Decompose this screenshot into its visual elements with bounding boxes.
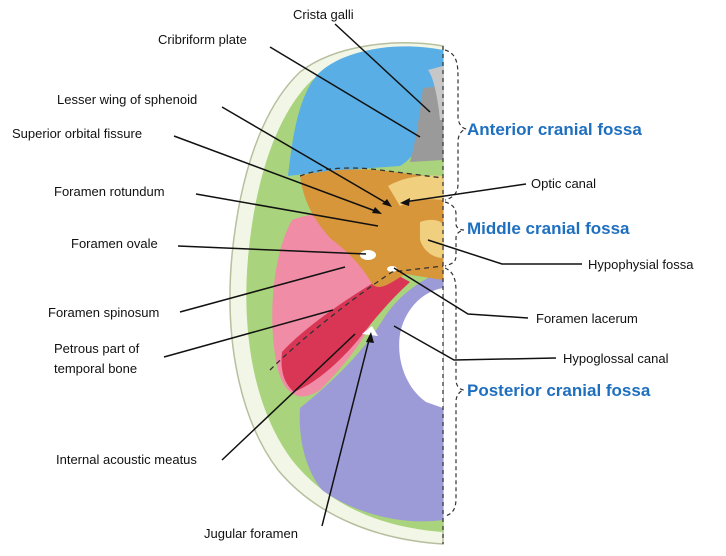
leader-foramen-spinosum — [179, 266, 346, 313]
leader-hypoglossal-canal — [393, 325, 557, 361]
arrowhead-superior-orbital-fissure — [372, 207, 382, 214]
label-foramen-lacerum: Foramen lacerum — [536, 311, 638, 326]
leader-foramen-lacerum — [393, 267, 529, 319]
leader-internal-acoustic-meatus — [221, 333, 356, 461]
fossa-posterior-label: Posterior cranial fossa — [467, 381, 651, 400]
leader-lines — [163, 23, 582, 527]
arrowhead-optic-canal — [400, 198, 410, 206]
foramen-magnum-region — [399, 288, 443, 408]
leader-arrowheads — [366, 198, 410, 343]
label-hypoglossal-canal: Hypoglossal canal — [563, 351, 669, 366]
jugular-foramen-opening — [362, 326, 378, 336]
hypophysial-fossa-shape — [420, 219, 443, 258]
leader-jugular-foramen — [321, 335, 371, 527]
leader-hypophysial-fossa — [427, 239, 582, 265]
fossa-anterior-label: Anterior cranial fossa — [467, 120, 642, 139]
label-foramen-spinosum: Foramen spinosum — [48, 305, 160, 320]
fossa-middle-label: Middle cranial fossa — [467, 219, 630, 238]
label-superior-orbital-fissure: Superior orbital fissure — [12, 126, 143, 141]
foramen-ovale-opening — [360, 250, 376, 260]
anterior-fossa-region — [288, 46, 443, 177]
cribriform-plate-region — [410, 86, 443, 162]
label-internal-acoustic-meatus: Internal acoustic meatus — [56, 452, 197, 467]
label-crista-galli: Crista galli — [293, 7, 354, 22]
middle-posterior-border — [269, 265, 444, 371]
label-petrous-line2: temporal bone — [54, 361, 138, 376]
anterior-fossa-brace — [444, 49, 467, 201]
leader-superior-orbital-fissure — [173, 135, 379, 213]
label-foramen-rotundum: Foramen rotundum — [54, 184, 165, 199]
leader-petrous — [163, 309, 334, 358]
leader-cribriform-plate — [269, 46, 421, 138]
label-petrous-line1: Petrous part of — [54, 341, 140, 356]
label-optic-canal: Optic canal — [531, 176, 597, 191]
crista-galli-shape — [428, 66, 443, 120]
petrous-temporal-region — [281, 272, 410, 392]
label-jugular-foramen: Jugular foramen — [204, 526, 298, 541]
label-hypophysial-fossa: Hypophysial fossa — [588, 257, 694, 272]
middle-fossa-brace — [444, 201, 465, 267]
arrowhead-lesser-wing — [382, 199, 392, 207]
leader-foramen-rotundum — [195, 193, 379, 227]
label-lesser-wing: Lesser wing of sphenoid — [57, 92, 198, 107]
label-cribriform-plate: Cribriform plate — [158, 32, 247, 47]
arrowhead-jugular-foramen — [366, 332, 374, 343]
leader-crista-galli — [334, 23, 431, 113]
leader-optic-canal — [403, 183, 527, 203]
label-foramen-ovale: Foramen ovale — [71, 236, 158, 251]
leader-lesser-wing — [221, 106, 389, 205]
leader-foramen-ovale — [177, 245, 367, 255]
